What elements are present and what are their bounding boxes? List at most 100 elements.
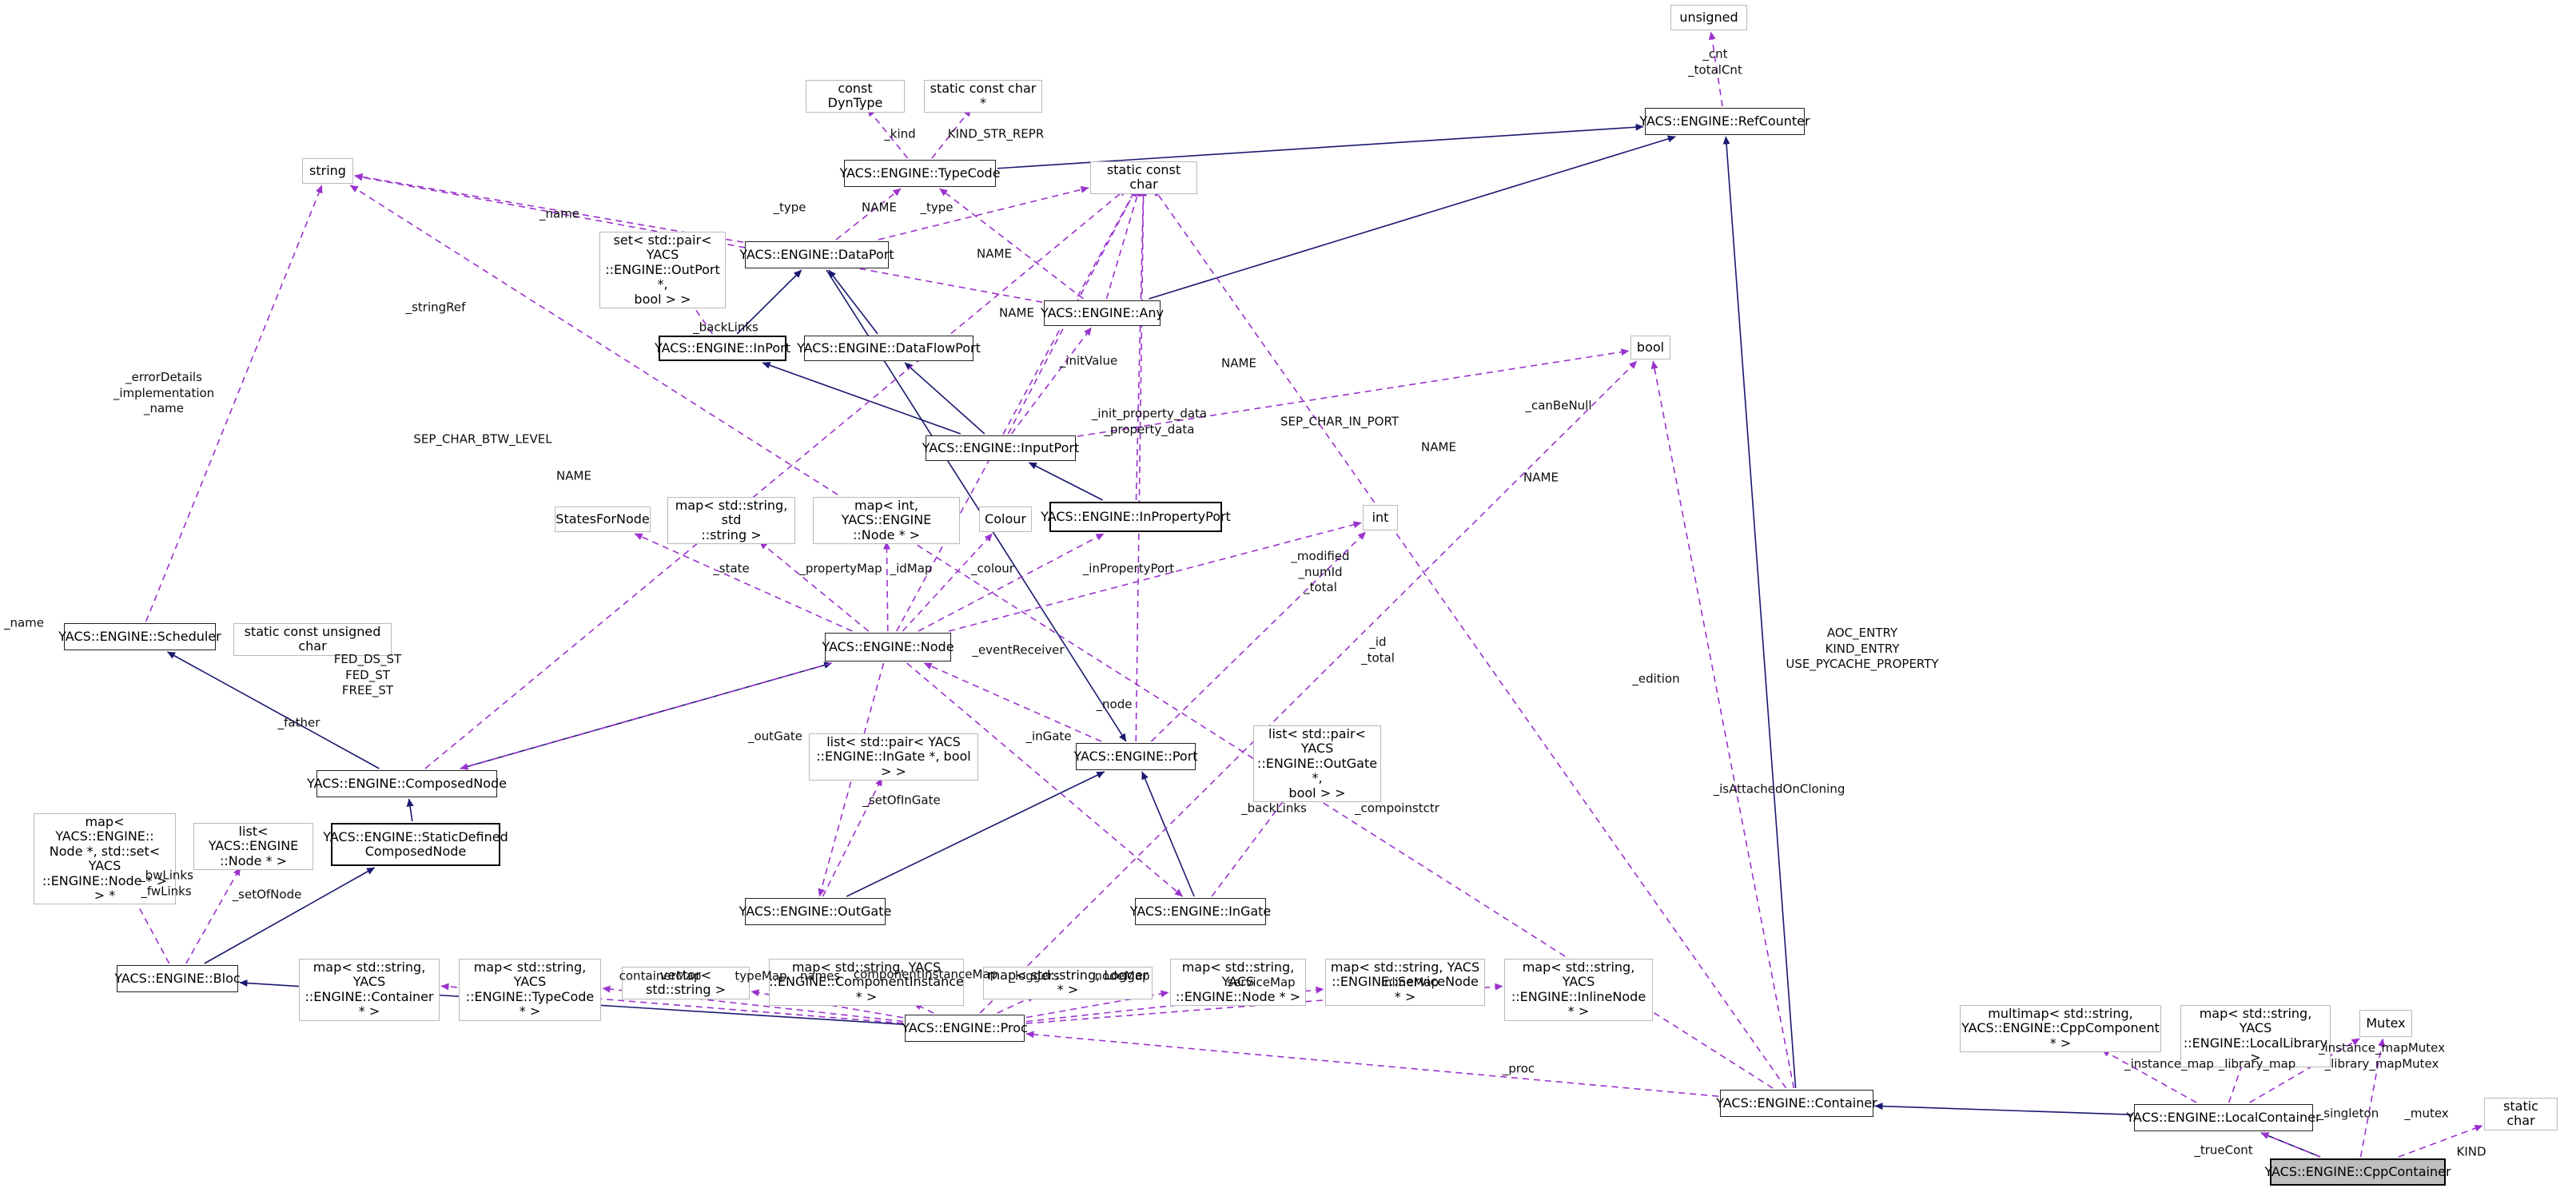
node-maplocallib: map< std::string, YACS ::ENGINE::LocalLi…: [2180, 1005, 2331, 1067]
edge-label: _type: [920, 200, 954, 215]
edge-dataport-string: [354, 173, 744, 244]
edge-port-node: [923, 662, 1102, 742]
node-cppcontainer[interactable]: YACS::ENGINE::CppContainer: [2264, 1158, 2451, 1186]
edge-container-proc: [1025, 1031, 1719, 1097]
edge-node-colour: [902, 533, 993, 632]
node-composednode[interactable]: YACS::ENGINE::ComposedNode: [307, 770, 507, 797]
edge-label: _proc: [1502, 1061, 1535, 1076]
edge-any-staticconstchar: [1105, 188, 1141, 300]
node-mapint: map< int, YACS::ENGINE ::Node * >: [813, 497, 960, 545]
edge-proc-bool: [979, 360, 1638, 1014]
edge-label: _modified _numId _total: [1291, 548, 1350, 594]
node-inport[interactable]: YACS::ENGINE::InPort: [655, 336, 790, 361]
node-inpropertyport[interactable]: YACS::ENGINE::InPropertyPort: [1041, 502, 1231, 532]
edge-label: NAME: [556, 468, 591, 483]
node-colour: Colour: [979, 507, 1032, 532]
edge-label: _cnt _totalCnt: [1688, 46, 1742, 77]
edge-dataport-typecode: [835, 188, 902, 240]
edge-label: _singleton: [2317, 1106, 2379, 1121]
node-dataport[interactable]: YACS::ENGINE::DataPort: [739, 241, 894, 268]
node-statesfornode: StatesForNode: [555, 507, 651, 532]
edge-label: _outGate: [748, 729, 802, 744]
edge-label: inlineMap: [1380, 975, 1439, 990]
edge-label: _compoinstctr: [1355, 801, 1439, 816]
node-charptr: static const char *: [924, 80, 1042, 113]
edge-label: _backLinks: [1241, 801, 1307, 816]
node-scheduler[interactable]: YACS::ENGINE::Scheduler: [58, 623, 221, 650]
node-localcontainer[interactable]: YACS::ENGINE::LocalContainer: [2127, 1104, 2321, 1131]
edge-label: _canBeNull: [1525, 398, 1592, 413]
edge-label: componentInstanceMap: [853, 967, 998, 982]
node-port[interactable]: YACS::ENGINE::Port: [1073, 743, 1198, 770]
node-maplogger: map< std::string, Logger * >: [983, 967, 1153, 999]
edge-port-int: [1150, 531, 1367, 742]
node-refcounter[interactable]: YACS::ENGINE::RefCounter: [1639, 108, 1810, 135]
edge-label: _node: [1096, 697, 1133, 712]
edge-node-mapint: [882, 541, 890, 632]
edge-composednode-scheduler: [167, 651, 380, 769]
node-maptypecode: map< std::string, YACS ::ENGINE::TypeCod…: [459, 959, 601, 1021]
edge-container-staticconstchar: [1153, 188, 1787, 1089]
node-dataflowport[interactable]: YACS::ENGINE::DataFlowPort: [797, 336, 981, 361]
edge-label: _instance_map: [2124, 1056, 2214, 1071]
edge-outgate-port: [846, 771, 1105, 897]
edge-label: NAME: [1421, 439, 1456, 455]
node-node[interactable]: YACS::ENGINE::Node: [822, 633, 954, 662]
edge-scheduler-string: [145, 185, 323, 622]
edge-label: NAME: [1221, 356, 1256, 371]
node-inputport[interactable]: YACS::ENGINE::InputPort: [922, 435, 1079, 461]
node-typecode[interactable]: YACS::ENGINE::TypeCode: [839, 160, 1001, 187]
edge-bloc-listnode: [185, 867, 241, 964]
edge-node-composednode: [460, 662, 832, 770]
edge-label: NAME: [1523, 470, 1559, 485]
edge-label: _eventReceiver: [972, 642, 1065, 658]
edge-label: containerMap: [619, 968, 702, 983]
edge-label: _name: [539, 206, 580, 221]
node-mapcontainer: map< std::string, YACS ::ENGINE::Contain…: [299, 959, 440, 1021]
edge-label: serviceMap: [1227, 975, 1296, 990]
edge-dataport-staticconstchar: [878, 185, 1089, 240]
edge-label: _state: [713, 561, 750, 576]
edge-port-staticconstchar: [1135, 188, 1148, 742]
edge-label: _kind: [884, 126, 916, 141]
node-proc[interactable]: YACS::ENGINE::Proc: [902, 1015, 1028, 1042]
edge-refcounter-unsigned: [1708, 31, 1723, 107]
edge-label: _type: [773, 200, 806, 215]
edge-label: _bwLinks _fwLinks: [139, 868, 193, 899]
edge-label: nodeMap: [1094, 968, 1150, 983]
node-outgate[interactable]: YACS::ENGINE::OutGate: [739, 898, 891, 925]
node-listpairingate: list< std::pair< YACS ::ENGINE::InGate *…: [809, 733, 978, 781]
edge-label: NAME: [999, 305, 1034, 320]
edge-label: SEP_CHAR_IN_PORT: [1280, 414, 1399, 429]
edge-bloc-staticdefined: [204, 867, 375, 964]
node-staticconstchar: static const char: [1090, 161, 1197, 194]
node-mapinline: map< std::string, YACS ::ENGINE::InlineN…: [1504, 959, 1653, 1021]
edge-label: _library_map: [2218, 1056, 2296, 1071]
edge-label: _inGate: [1025, 729, 1072, 744]
node-any[interactable]: YACS::ENGINE::Any: [1041, 300, 1164, 326]
node-mapss: map< std::string, std ::string >: [667, 497, 795, 545]
edge-label: names: [799, 968, 841, 983]
edge-label: _idMap: [890, 561, 933, 576]
edge-localcontainer-mutex: [2249, 1038, 2360, 1103]
edge-inpropertyport-inputport: [1028, 462, 1104, 501]
edge-container-bool: [1650, 360, 1795, 1089]
edge-inputport-dataflowport: [904, 362, 985, 435]
edge-node-int: [948, 521, 1362, 632]
node-ingate[interactable]: YACS::ENGINE::InGate: [1130, 898, 1271, 925]
edge-staticdefined-composednode: [406, 798, 414, 822]
node-container[interactable]: YACS::ENGINE::Container: [1716, 1090, 1877, 1117]
edge-label: typeMap: [735, 968, 787, 983]
edge-label: _colour: [971, 561, 1014, 576]
node-mutex: Mutex: [2359, 1010, 2412, 1037]
edge-cppcontainer-staticchar: [2398, 1124, 2483, 1158]
node-bloc[interactable]: YACS::ENGINE::Bloc: [114, 965, 241, 992]
edge-inpropertyport-staticconstchar: [1135, 188, 1147, 501]
node-staticdefined[interactable]: YACS::ENGINE::StaticDefined ComposedNode: [323, 823, 508, 866]
edge-node-inpropertyport: [918, 533, 1105, 632]
edge-inputport-bool: [1077, 348, 1630, 437]
edge-label: FED_DS_ST FED_ST FREE_ST: [333, 651, 402, 697]
edge-label: NAME: [862, 200, 897, 215]
edge-cppcontainer-mutex: [2359, 1038, 2386, 1158]
edge-label: _father: [277, 715, 321, 730]
